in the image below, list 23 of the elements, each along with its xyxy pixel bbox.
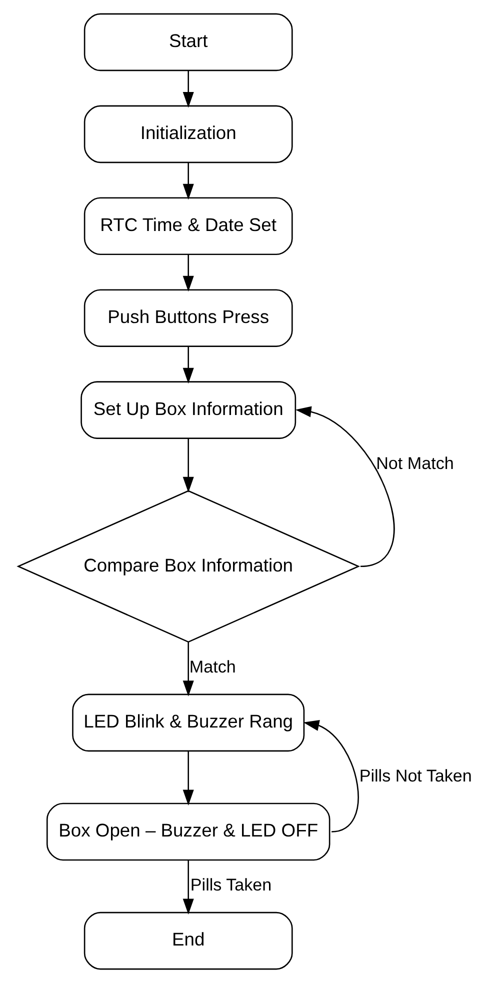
- edge-label: Match: [189, 658, 236, 677]
- arrow: [182, 642, 194, 696]
- arrow: [182, 751, 194, 806]
- arrow: [182, 860, 194, 915]
- node-box: LED Blink & Buzzer Rang: [72, 694, 305, 752]
- arrow: [182, 346, 194, 384]
- arrow: [295, 406, 395, 568]
- edge-label: Pills Not Taken: [359, 766, 472, 786]
- node-box: Start: [84, 13, 293, 72]
- node-box: End: [84, 912, 293, 970]
- arrow: [182, 438, 194, 493]
- node-box: Box Open – Buzzer & LED OFF: [46, 802, 330, 861]
- node-box: Push Buttons Press: [84, 289, 293, 347]
- arrow: [182, 162, 194, 200]
- node-box: RTC Time & Date Set: [84, 197, 293, 256]
- arrow: [182, 254, 194, 292]
- arrow: [182, 70, 194, 108]
- arrow: [303, 720, 359, 832]
- edge-label: Pills Taken: [190, 876, 272, 895]
- node-box: Set Up Box Information: [80, 381, 296, 439]
- node-diamond: Compare Box Information: [16, 490, 360, 643]
- node-box: Initialization: [84, 105, 293, 164]
- edge-label: Not Match: [376, 454, 454, 474]
